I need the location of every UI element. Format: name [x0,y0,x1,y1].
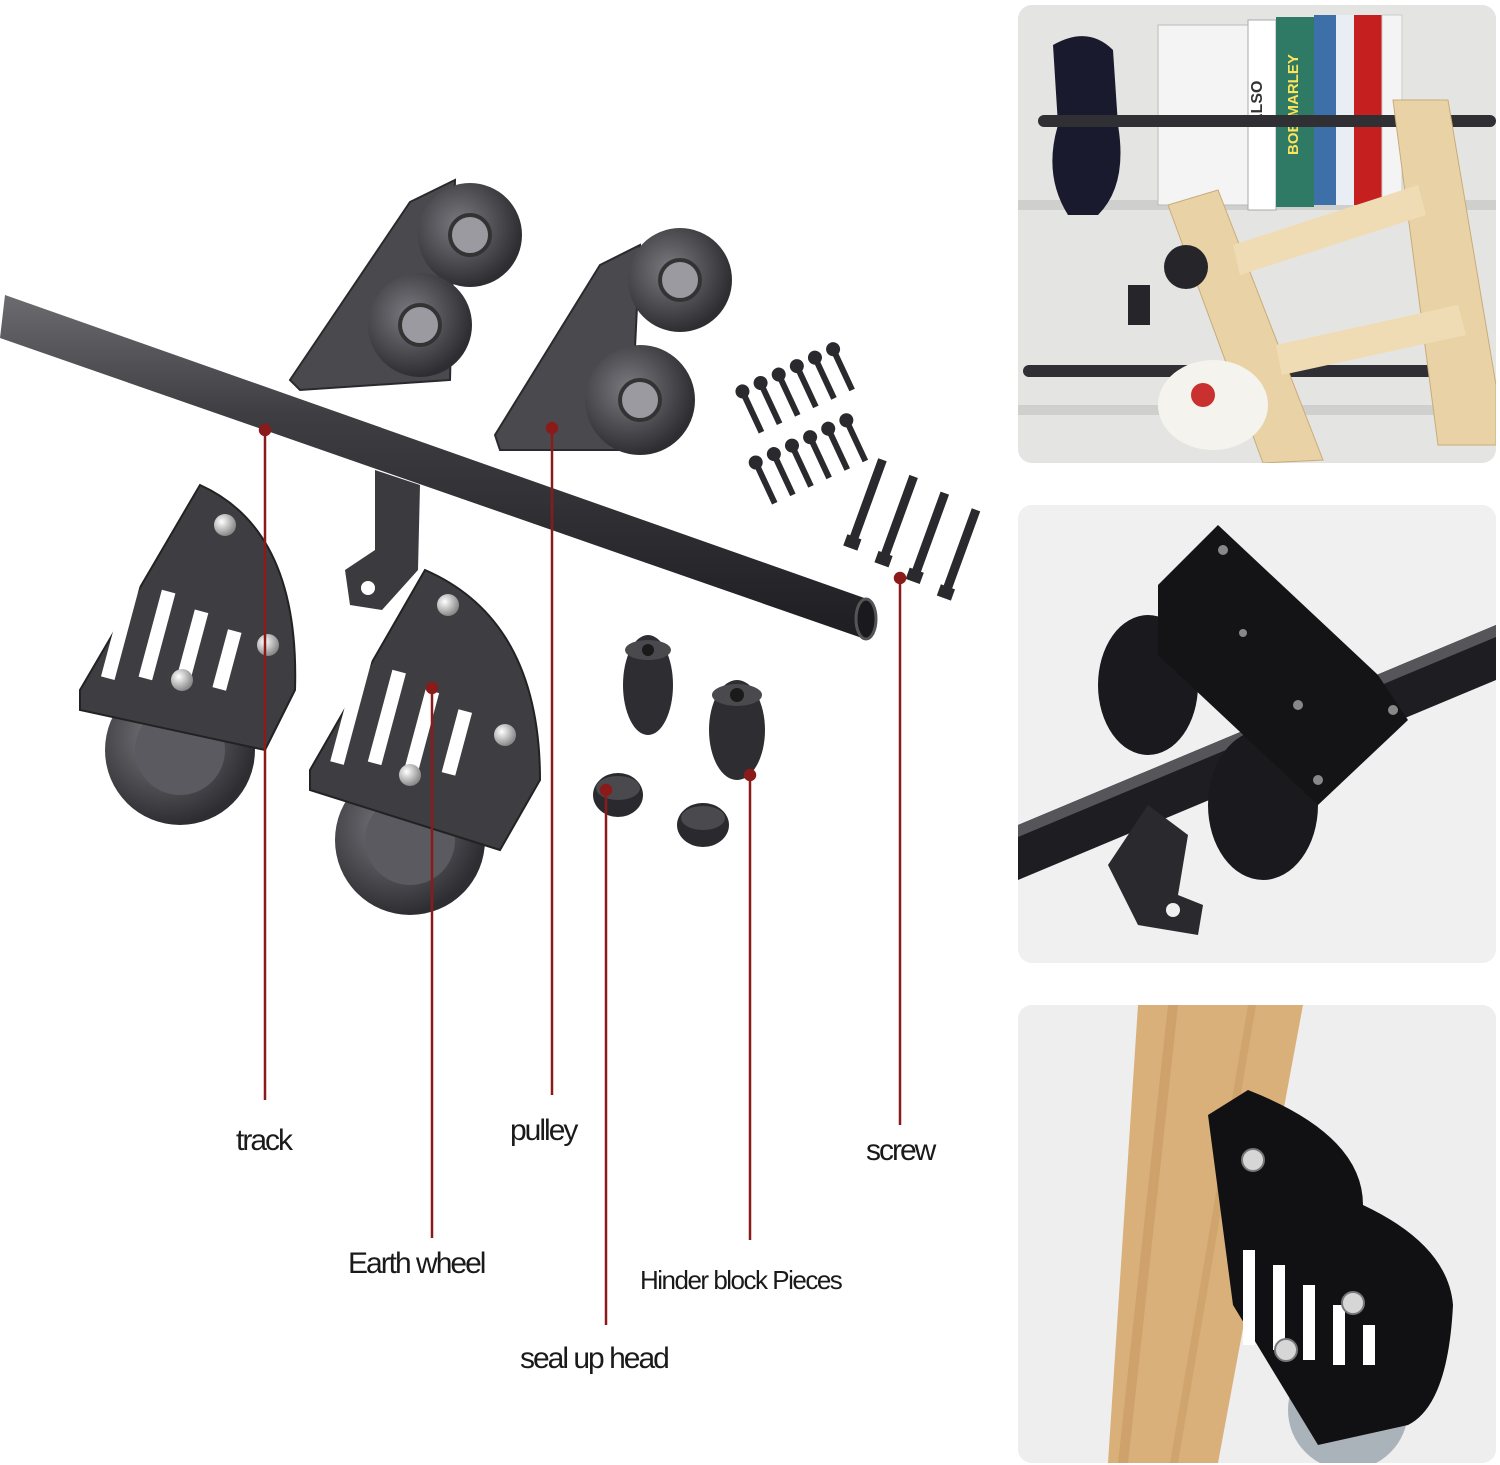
seal-head-leader-dot [599,783,613,797]
earth-wheel-label: Earth wheel [348,1247,486,1280]
track-leader-dot [258,423,272,437]
wheel-photo [1018,1005,1496,1463]
screw-label: screw [866,1134,936,1167]
track-rod [0,295,878,641]
hinder-block-leader-dot [743,768,757,782]
pulley-assembly [288,178,732,455]
screw-leader-dot [893,571,907,585]
parts-illustration [0,178,981,915]
hinder-blocks [623,635,765,780]
book-spine-also: ALSO [1249,81,1266,125]
screw-set [735,342,981,601]
ladder-scene: ALSO BOB MARLEY [1018,5,1496,463]
earth-wheel-assembly [79,483,542,915]
bracket-photo [1018,505,1496,963]
ladder-roller [1164,245,1208,289]
wheel-bracket [1208,1090,1453,1445]
track-label: track [236,1124,293,1157]
seal-head-label: seal up head [520,1342,670,1375]
bracket-scene [1018,505,1496,963]
wheel-scene [1018,1005,1496,1463]
pulley-label: pulley [510,1114,578,1147]
porcelain-jar [1158,360,1268,450]
ladder-stile-right [1392,99,1496,446]
pulley-leader-dot [545,421,559,435]
leader-lines [258,421,907,1325]
ladder-photo: ALSO BOB MARLEY [1018,5,1496,463]
bracket-plate [1158,525,1408,805]
earth-wheel-leader-dot [425,681,439,695]
hinder-block-label: Hinder block Pieces [640,1265,843,1295]
book-spine-marley: BOB MARLEY [1285,54,1302,155]
